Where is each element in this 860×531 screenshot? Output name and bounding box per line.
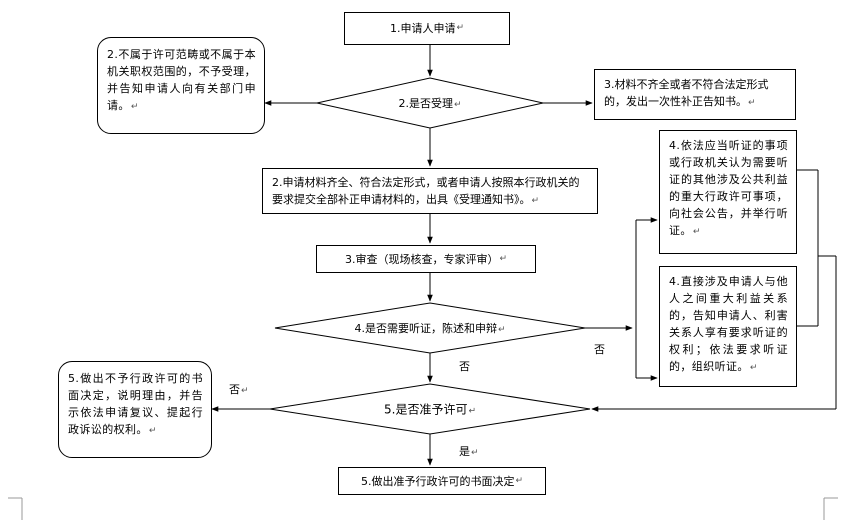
node-apply: 1.申请人申请↵ [344, 12, 510, 45]
node-grant-text: 5.做出准予行政许可的书面决定 [360, 474, 515, 488]
edge-label-grant-yes: 是↵ [459, 445, 479, 458]
node-complete: 2.申请材料齐全、符合法定形式，或者申请人按照本行政机关的要求提交全部补正申请材… [262, 168, 598, 214]
node-incomplete-text: 3.材料不齐全或者不符合法定形式的，发出一次性补正告知书。 [604, 78, 769, 108]
edge-label-hearing-no-right: 否 [594, 343, 605, 356]
decision-hearing: 4.是否需要听证，陈述和申辩↵ [354, 322, 506, 335]
decision-grant: 5.是否准予许可↵ [384, 402, 476, 417]
node-grant: 5.做出准予行政许可的书面决定↵ [338, 467, 546, 495]
edge-label-grant-no: 否↵ [229, 383, 249, 396]
node-review: 3.审查（现场核查，专家评审）↵ [316, 245, 536, 273]
node-review-text: 3.审查（现场核查，专家评审） [344, 252, 499, 266]
edge-label-grant-yes-text: 是 [459, 445, 470, 458]
node-deny: 5.做出不予行政许可的书面决定，说明理由，并告示依法申请复议、提起行政诉讼的权利… [58, 361, 212, 458]
node-not-in-scope: 2.不属于许可范畴或不属于本机关职权范围的，不予受理，并告知申请人向有关部门申请… [97, 37, 265, 134]
decision-accept: 2.是否受理↵ [398, 97, 462, 110]
node-apply-text: 1.申请人申请 [389, 22, 456, 35]
node-hearing-public-text: 4.依法应当听证的事项或行政机关认为需要听证的其他涉及公共利益的重大行政许可事项… [669, 139, 788, 237]
node-deny-text: 5.做出不予行政许可的书面决定，说明理由，并告示依法申请复议、提起行政诉讼的权利… [68, 372, 203, 436]
decision-accept-text: 2.是否受理 [398, 97, 453, 110]
node-not-in-scope-text: 2.不属于许可范畴或不属于本机关职权范围的，不予受理，并告知申请人向有关部门申请… [107, 48, 256, 112]
edge-label-hearing-no-left: 否 [459, 360, 470, 373]
decision-grant-text: 5.是否准予许可 [384, 402, 468, 417]
node-hearing-public: 4.依法应当听证的事项或行政机关认为需要听证的其他涉及公共利益的重大行政许可事项… [659, 130, 797, 254]
node-complete-text: 2.申请材料齐全、符合法定形式，或者申请人按照本行政机关的要求提交全部补正申请材… [272, 176, 580, 206]
node-incomplete: 3.材料不齐全或者不符合法定形式的，发出一次性补正告知书。↵ [594, 69, 796, 120]
node-hearing-interest: 4.直接涉及申请人与他人之间重大利益关系的，告知申请人、利害关系人享有要求听证的… [659, 266, 797, 387]
edge-label-grant-no-text: 否 [229, 383, 240, 396]
node-hearing-interest-text: 4.直接涉及申请人与他人之间重大利益关系的，告知申请人、利害关系人享有要求听证的… [669, 275, 788, 373]
page-corner-mark [8, 497, 23, 520]
decision-hearing-text: 4.是否需要听证，陈述和申辩 [354, 322, 497, 335]
page-corner-mark [823, 497, 838, 520]
